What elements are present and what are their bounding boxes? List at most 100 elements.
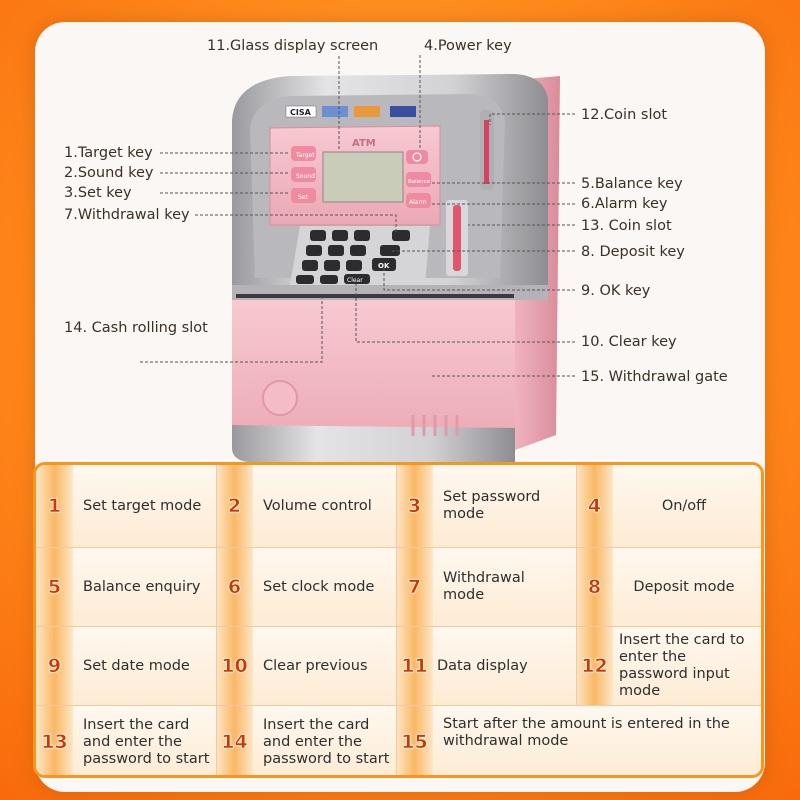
clear-key-label: Clear (347, 277, 363, 284)
key-6[interactable] (350, 245, 366, 256)
key-0[interactable] (320, 275, 338, 284)
row-number: 13 (36, 706, 73, 775)
atm-illustration: CISA ATM Target Sound Set Balance Alarm … (232, 74, 560, 466)
table-cell: Set date mode (73, 627, 216, 705)
key-star[interactable] (296, 275, 314, 284)
table-cell: Insert the card to enter the password in… (613, 627, 761, 705)
divider (36, 626, 761, 627)
divider (216, 465, 217, 775)
table-cell: Start after the amount is entered in the… (433, 706, 761, 775)
table-cell: Withdrawal mode (433, 548, 576, 626)
table-cell: On/off (613, 465, 761, 547)
table-cell: Clear previous (253, 627, 396, 705)
coin-slot-12-opening (484, 120, 489, 184)
key-5[interactable] (328, 245, 344, 256)
table-cell: Set clock mode (253, 548, 396, 626)
alarm-button[interactable] (406, 193, 431, 208)
lower-body (232, 300, 515, 452)
label-sound-key: 2.Sound key (64, 165, 154, 181)
screen-title: ATM (352, 138, 376, 149)
ok-key[interactable] (372, 258, 396, 271)
label-target-key: 1.Target key (64, 145, 153, 161)
label-deposit-key: 8. Deposit key (581, 244, 685, 260)
label-cash-rolling-slot: 14. Cash rolling slot (64, 320, 208, 336)
label-glass-display: 11.Glass display screen (207, 38, 379, 54)
row-number: 9 (36, 627, 73, 705)
row-number: 4 (576, 465, 613, 547)
cisa-logo (285, 105, 317, 118)
set-button-label: Set (298, 194, 309, 201)
mastercard-logo (354, 106, 380, 117)
power-button[interactable] (406, 150, 428, 164)
row-number: 3 (396, 465, 433, 547)
row-number: 14 (216, 706, 253, 775)
balance-button-label: Balance (408, 179, 431, 185)
table-cell: Deposit mode (613, 548, 761, 626)
coin-slot-13-opening (453, 205, 461, 271)
divider (396, 465, 397, 775)
row-number: 8 (576, 548, 613, 626)
row-number: 2 (216, 465, 253, 547)
key-8[interactable] (324, 260, 340, 271)
key-4[interactable] (306, 245, 322, 256)
table-cell: Insert the card and enter the password t… (253, 706, 396, 775)
table-row: 13 Insert the card and enter the passwor… (36, 706, 761, 775)
target-button-label: Target (295, 152, 315, 159)
alarm-button-label: Alarm (409, 199, 427, 206)
withdrawal-key[interactable] (392, 230, 410, 241)
label-withdrawal-key: 7.Withdrawal key (64, 207, 190, 223)
cash-rolling-slot (236, 294, 514, 298)
divider (576, 465, 577, 706)
visa-logo (390, 106, 416, 117)
cisa-logo-text: CISA (290, 108, 312, 117)
label-withdrawal-gate: 15. Withdrawal gate (581, 369, 728, 385)
label-power-key: 4.Power key (424, 38, 512, 54)
row-number: 5 (36, 548, 73, 626)
table-cell: Volume control (253, 465, 396, 547)
label-set-key: 3.Set key (64, 185, 132, 201)
clear-key[interactable] (344, 274, 370, 284)
row-number: 10 (216, 627, 253, 705)
leader-lines (140, 55, 575, 377)
deposit-key[interactable] (380, 245, 400, 256)
divider (36, 547, 761, 548)
label-ok-key: 9. OK key (581, 283, 651, 299)
table-row: 5 Balance enquiry 6 Set clock mode 7 Wit… (36, 548, 761, 626)
sound-button[interactable] (291, 167, 316, 182)
lcd-screen (322, 151, 404, 203)
row-number: 12 (576, 627, 613, 705)
key-3[interactable] (354, 230, 370, 241)
set-button[interactable] (291, 188, 316, 203)
function-table: 1 Set target mode 2 Volume control 3 Set… (33, 462, 764, 778)
label-alarm-key: 6.Alarm key (581, 196, 668, 212)
keypad (296, 230, 410, 284)
power-icon (412, 152, 422, 162)
row-number: 11 (396, 627, 433, 705)
table-cell: Set target mode (73, 465, 216, 547)
key-1[interactable] (310, 230, 326, 241)
table-cell: Set password mode (433, 465, 576, 547)
vents (411, 415, 459, 436)
label-balance-key: 5.Balance key (581, 176, 683, 192)
row-number: 7 (396, 548, 433, 626)
label-coin-slot-13: 13. Coin slot (581, 218, 672, 234)
bottom-trim (232, 425, 515, 466)
row-number: 15 (396, 706, 433, 775)
label-coin-slot-12: 12.Coin slot (581, 107, 668, 123)
key-9[interactable] (346, 260, 362, 271)
table-cell: Balance enquiry (73, 548, 216, 626)
table-cell: Data display (433, 627, 576, 705)
balance-button[interactable] (406, 172, 431, 187)
key-2[interactable] (332, 230, 348, 241)
amex-logo (322, 106, 348, 117)
sound-button-label: Sound (296, 173, 315, 180)
key-7[interactable] (302, 260, 318, 271)
target-button[interactable] (291, 146, 316, 161)
row-number: 6 (216, 548, 253, 626)
round-button[interactable] (262, 380, 298, 416)
table-cell: Insert the card and enter the password t… (73, 706, 216, 775)
ok-key-label: OK (378, 262, 390, 270)
label-clear-key: 10. Clear key (581, 334, 677, 350)
table-row: 9 Set date mode 10 Clear previous 11 Dat… (36, 627, 761, 705)
table-row: 1 Set target mode 2 Volume control 3 Set… (36, 465, 761, 547)
